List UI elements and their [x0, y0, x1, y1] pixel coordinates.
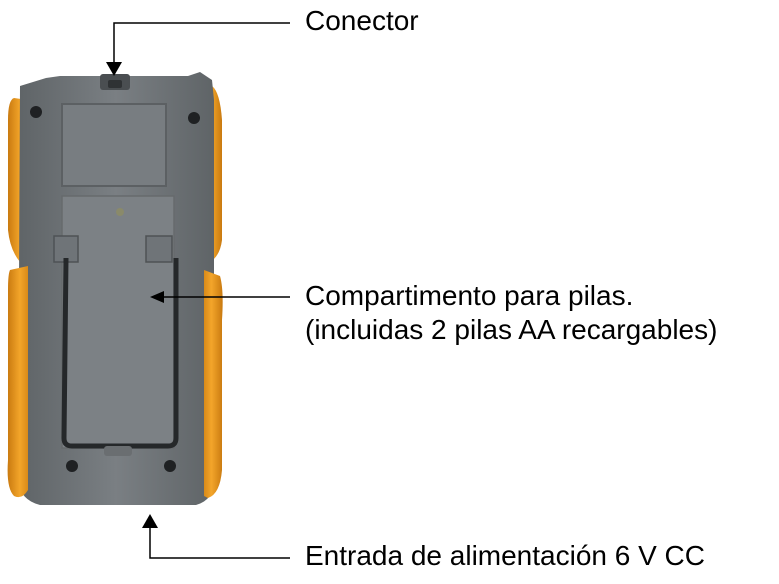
battery-compartment-note: (incluidas 2 pilas AA recargables)	[305, 314, 718, 345]
power-arrowhead	[142, 514, 158, 528]
cover-latch	[104, 446, 132, 456]
screw-bottom-left	[66, 460, 78, 472]
power-callout-line	[149, 528, 290, 559]
kickstand-tab-right	[145, 235, 173, 263]
connector-label: Conector	[305, 5, 419, 36]
battery-compartment-label: Compartimento para pilas.	[305, 280, 634, 311]
power-input-label: Entrada de alimentación 6 V CC	[305, 540, 705, 571]
lower-left-bumper	[7, 266, 28, 498]
top-recessed-panel	[61, 103, 167, 187]
screw-top-right	[188, 112, 200, 124]
screw-top-left	[30, 106, 42, 118]
battery-cover	[61, 195, 175, 449]
connector-callout-line	[113, 22, 290, 62]
battery-arrowhead	[150, 291, 164, 303]
lower-right-bumper	[204, 270, 223, 498]
screw-bottom-right	[164, 460, 176, 472]
cover-screw-hole	[116, 208, 124, 216]
connector-port	[108, 80, 122, 88]
connector-arrowhead	[106, 62, 122, 76]
